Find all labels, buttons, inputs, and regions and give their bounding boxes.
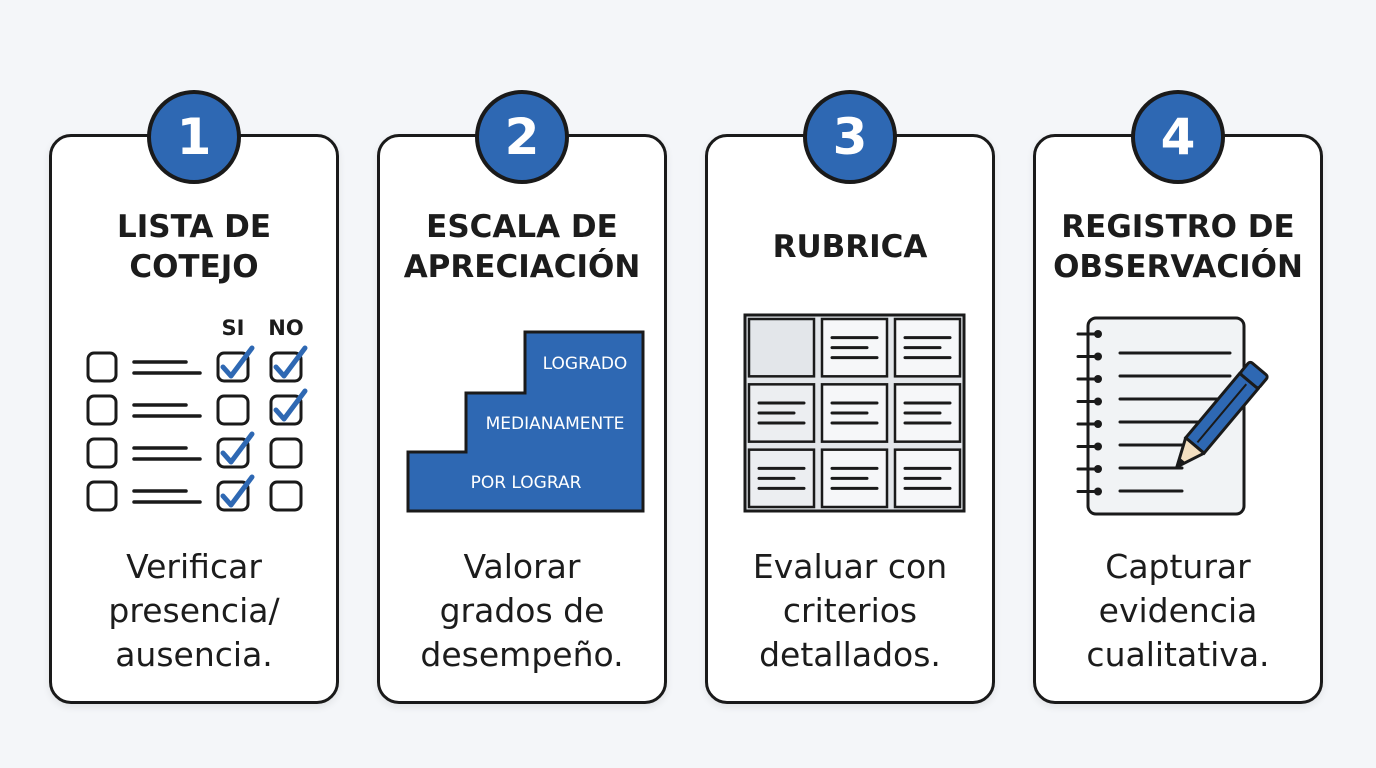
card-description-line: presencia/	[108, 591, 280, 630]
checkmark-icon	[273, 345, 308, 379]
card-description-line: desempeño.	[420, 635, 624, 674]
column-no-label: NO	[268, 316, 303, 340]
card-registro-de-observacion: 4 REGISTRO DE OBSERVACIÓN Capturar evide…	[1033, 90, 1323, 704]
notebook-page	[1086, 316, 1246, 516]
card-description: Evaluar con criterios detallados.	[708, 545, 992, 677]
ring-dot	[1094, 330, 1102, 338]
checkbox	[269, 480, 303, 512]
number-badge: 3	[803, 90, 897, 184]
staircase-icon: LOGRADO MEDIANAMENTE POR LOGRAR	[406, 330, 645, 513]
card-description-line: detallados.	[759, 635, 941, 674]
card-title-line: REGISTRO DE	[1061, 209, 1295, 245]
card-title-line: LISTA DE	[116, 209, 272, 245]
card-description: Verificar presencia/ ausencia.	[52, 545, 336, 677]
ring-dot	[1094, 352, 1102, 361]
card-description: Valorar grados de desempeño.	[380, 545, 664, 677]
ring-dot	[1094, 442, 1102, 451]
checkbox-empty	[86, 394, 118, 426]
card-title-line: OBSERVACIÓN	[1053, 249, 1303, 285]
card-description-line: cualitativa.	[1086, 635, 1270, 674]
card-description-line: Evaluar con	[752, 547, 948, 586]
checklist-rows	[86, 345, 308, 512]
rubric-grid-icon	[743, 313, 966, 513]
checkbox-empty	[86, 437, 118, 469]
card-description-line: Capturar	[1105, 547, 1251, 586]
ring-dot	[1094, 465, 1102, 473]
card-title-line: COTEJO	[129, 249, 259, 285]
card-title: ESCALA DE APRECIACIÓN	[380, 209, 664, 285]
checklist-icon: SI NO	[86, 316, 308, 512]
checkbox	[269, 437, 303, 469]
rubric-grid	[743, 313, 966, 513]
card-description-line: evidencia	[1098, 591, 1258, 630]
number-badge: 4	[1131, 90, 1225, 184]
level-label-logrado: LOGRADO	[543, 354, 628, 374]
card-title-line: ESCALA DE	[426, 209, 618, 245]
column-si-label: SI	[222, 316, 245, 340]
grid-cell	[747, 317, 816, 378]
notebook-pencil-icon	[1076, 316, 1269, 516]
pencil-icon	[1175, 360, 1269, 469]
checkmark-icon	[273, 388, 308, 422]
card-escala-de-apreciacion: 2 ESCALA DE APRECIACIÓN LOGRADO MEDIANAM…	[377, 90, 667, 704]
card-description-line: Verificar	[126, 547, 262, 586]
level-label-medianamente: MEDIANAMENTE	[486, 414, 625, 434]
card-description-line: grados de	[439, 591, 605, 630]
number-badge: 1	[147, 90, 241, 184]
checkbox	[216, 394, 250, 426]
checkmark-icon	[220, 431, 255, 465]
card-lista-de-cotejo: 1 LISTA DE COTEJO SI NO Verificar presen…	[49, 90, 339, 704]
staircase-fill	[406, 330, 645, 513]
card-title: REGISTRO DE OBSERVACIÓN	[1036, 209, 1320, 285]
card-description: Capturar evidencia cualitativa.	[1036, 545, 1320, 677]
card-description-line: Valorar	[463, 547, 581, 586]
card-description-line: criterios	[782, 591, 918, 630]
checkmark-icon	[220, 345, 255, 379]
checkbox-empty	[86, 480, 118, 512]
card-title-line: RUBRICA	[772, 229, 928, 265]
ring-dot	[1094, 397, 1102, 406]
ring-dot	[1094, 420, 1102, 428]
ring-dot	[1094, 375, 1102, 383]
checkmark-icon	[220, 474, 255, 508]
card-title: RUBRICA	[708, 209, 992, 285]
card-description-line: ausencia.	[115, 635, 273, 674]
level-label-por-lograr: POR LOGRAR	[471, 473, 582, 493]
notebook-rings	[1076, 330, 1102, 496]
card-rubrica: 3 RUBRICA Evaluar con criterios detallad…	[705, 90, 995, 704]
card-title-line: APRECIACIÓN	[403, 249, 641, 285]
ring-dot	[1094, 487, 1102, 496]
card-title: LISTA DE COTEJO	[52, 209, 336, 285]
checkbox-empty	[86, 351, 118, 383]
number-badge: 2	[475, 90, 569, 184]
